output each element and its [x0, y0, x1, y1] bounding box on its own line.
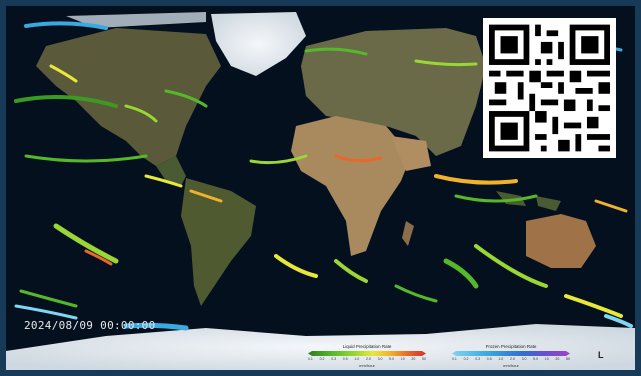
- legend-tick: 0.5: [486, 357, 492, 361]
- legend-tick: 3.0: [377, 357, 383, 361]
- legend-tick: 1.0: [498, 357, 504, 361]
- frozen-precip-legend: Frozen Precipitation Rate 0.1 0.2 0.3 0.5 1.…: [446, 344, 576, 368]
- legend-tick: 0.3: [475, 357, 481, 361]
- legend-tick: 10: [544, 357, 549, 361]
- legend-tick: 3.0: [521, 357, 527, 361]
- liquid-legend-title: Liquid Precipitation Rate: [342, 344, 392, 349]
- legend-tick: 2.0: [365, 357, 371, 361]
- qr-code-icon: [489, 24, 610, 152]
- legend-tick: 0.5: [342, 357, 348, 361]
- legend-tick: 0.1: [452, 357, 457, 361]
- legend-tick: 1.0: [354, 357, 360, 361]
- liquid-color-ramp: [308, 351, 426, 356]
- frozen-color-ramp: [452, 351, 570, 356]
- legend-tick: 2.0: [509, 357, 515, 361]
- frozen-legend-unit: mm/hour: [503, 363, 519, 368]
- legend-tick: 0.1: [308, 357, 313, 361]
- frozen-legend-ticks: 0.1 0.2 0.3 0.5 1.0 2.0 3.0 5.0 10 20 50: [452, 357, 570, 363]
- corner-mark: L: [598, 350, 604, 360]
- south-america-land: [181, 178, 256, 306]
- legend-tick: 5.0: [389, 357, 395, 361]
- legend-strip: Liquid Precipitation Rate 0.1 0.2 0.3 0.5 1.…: [6, 342, 635, 370]
- liquid-legend-ticks: 0.1 0.2 0.3 0.5 1.0 2.0 3.0 5.0 10 20 50: [308, 357, 426, 363]
- timestamp-label: 2024/08/09 00:00:00: [24, 319, 156, 332]
- legend-tick: 0.2: [463, 357, 469, 361]
- north-america-land: [36, 28, 221, 166]
- liquid-legend-unit: mm/hour: [359, 363, 375, 368]
- antarctica-ice: [6, 324, 635, 370]
- frozen-legend-title: Frozen Precipitation Rate: [485, 344, 537, 349]
- qr-code[interactable]: [483, 18, 616, 158]
- legend-tick: 20: [555, 357, 560, 361]
- legend-tick: 50: [566, 357, 570, 361]
- precipitation-map[interactable]: 2024/08/09 00:00:00 Liquid Precipitation…: [6, 6, 635, 370]
- australia-land: [526, 214, 596, 268]
- eurasia-land: [301, 28, 486, 156]
- greenland-ice: [211, 12, 306, 76]
- legend-tick: 50: [422, 357, 426, 361]
- legend-tick: 20: [411, 357, 416, 361]
- legend-tick: 0.3: [331, 357, 337, 361]
- liquid-precip-legend: Liquid Precipitation Rate 0.1 0.2 0.3 0.5 1.…: [302, 344, 432, 368]
- legend-tick: 10: [400, 357, 405, 361]
- legend-tick: 5.0: [533, 357, 539, 361]
- world-map-svg: [6, 12, 635, 370]
- africa-land: [291, 116, 411, 256]
- legend-tick: 0.2: [319, 357, 325, 361]
